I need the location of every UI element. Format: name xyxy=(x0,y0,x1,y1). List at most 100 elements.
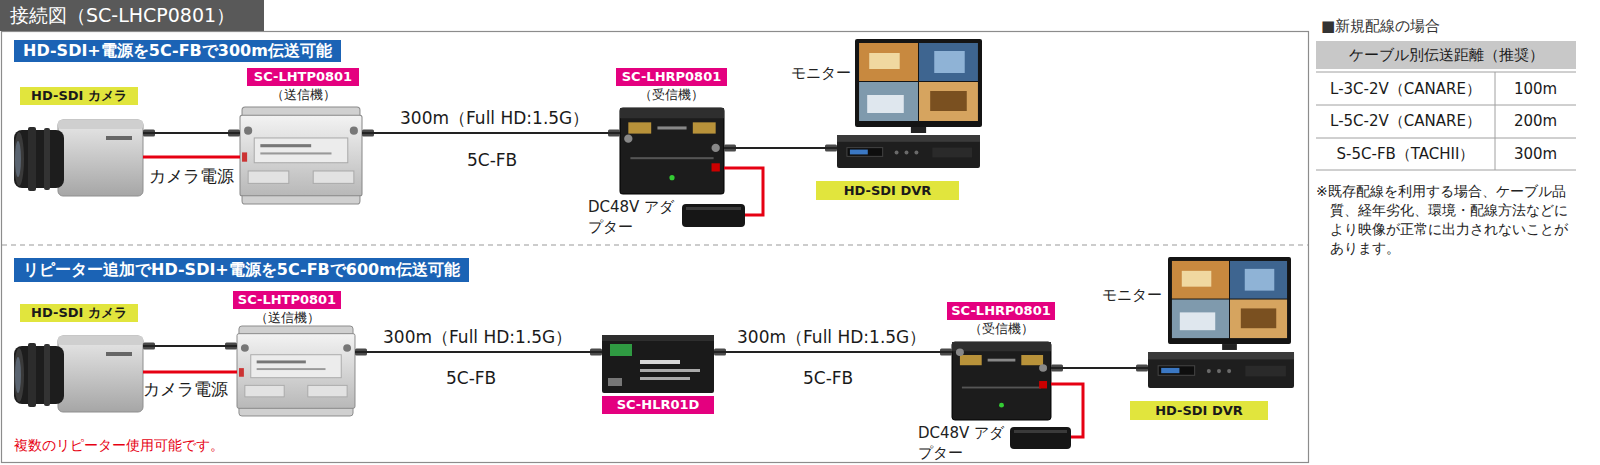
bnc-socket xyxy=(244,127,252,135)
name-plate xyxy=(251,355,341,378)
adapter-body xyxy=(682,204,745,227)
power-terminal xyxy=(239,368,244,377)
monitor-illustration xyxy=(1168,257,1291,350)
bnc-socket xyxy=(712,144,720,152)
plate-line xyxy=(260,144,311,147)
terminal-block xyxy=(610,344,632,356)
screen-detail xyxy=(934,51,964,73)
transmitter: SC-LHTP0801（送信機） xyxy=(237,326,355,416)
monitor-illustration xyxy=(855,39,982,133)
screen-detail xyxy=(1180,312,1215,330)
screen-tile xyxy=(1230,300,1287,339)
cable-line xyxy=(143,132,240,134)
power-line xyxy=(143,371,237,374)
screen-detail xyxy=(1241,308,1276,328)
dvr-button xyxy=(914,151,918,155)
device-label: DC48V アダプター xyxy=(588,197,680,237)
receiver-top xyxy=(952,342,1051,351)
camera-logo xyxy=(106,352,132,356)
cable-line xyxy=(714,351,952,353)
table-rule xyxy=(1495,72,1496,170)
screen-detail xyxy=(867,95,904,113)
lens-front xyxy=(14,348,24,402)
role-caption: （送信機） xyxy=(247,86,359,103)
plate-line xyxy=(257,360,306,363)
lens-ring xyxy=(28,343,36,407)
lens-ring xyxy=(28,127,36,191)
badge xyxy=(960,355,982,365)
bnc-socket xyxy=(624,135,632,143)
lens-glass xyxy=(15,141,21,177)
name-plate xyxy=(254,138,348,163)
plate-line xyxy=(657,126,686,129)
receiver-body xyxy=(620,108,724,194)
repeater: SC-HLR01D xyxy=(602,335,714,393)
dvr: HD-SDI DVR xyxy=(1148,352,1294,388)
cable-type: 5C-FB xyxy=(446,368,496,388)
transmitter-body xyxy=(240,115,362,195)
plate-line xyxy=(988,359,1016,362)
dvr-panel xyxy=(932,148,972,158)
screen-tile xyxy=(1172,261,1229,299)
bnc-socket xyxy=(241,344,249,352)
device-label: モニター xyxy=(1102,286,1162,304)
status-led xyxy=(669,175,674,180)
monitor: モニター xyxy=(855,39,982,133)
receiver-illustration xyxy=(620,108,724,194)
plate-line xyxy=(257,368,326,370)
plate-line xyxy=(640,360,680,364)
table-rule xyxy=(1316,170,1576,171)
adapter-body xyxy=(1010,427,1071,449)
power-line xyxy=(1051,384,1083,437)
table-rule xyxy=(1316,138,1576,139)
cable-line xyxy=(355,351,602,353)
camera: HD-SDI カメラ xyxy=(14,330,143,418)
dvr: HD-SDI DVR xyxy=(837,135,980,168)
dvr-panel xyxy=(1245,366,1286,377)
screen-detail xyxy=(869,53,899,69)
port-label xyxy=(245,385,284,396)
dvr-button xyxy=(1207,369,1211,373)
table-cell: 200m xyxy=(1495,105,1576,138)
note-text: 複数のリピーター使用可能です。 xyxy=(14,436,224,454)
dvr-illustration xyxy=(837,135,980,168)
screen-tile xyxy=(1230,261,1287,299)
edge-label: 300m（Full HD:1.5G） xyxy=(737,327,926,347)
repeater-body xyxy=(602,338,714,393)
bnc-socket xyxy=(956,349,964,356)
device-label: DC48V アダプター xyxy=(918,423,1010,463)
bnc-socket xyxy=(343,344,351,352)
screen-detail xyxy=(1182,271,1212,287)
camera-lens xyxy=(14,130,64,188)
camera-logo xyxy=(106,136,132,140)
monitor-stand xyxy=(1222,344,1237,350)
screen-tile xyxy=(859,43,918,81)
edge-label: 300m（Full HD:1.5G） xyxy=(383,327,572,347)
repeater-port xyxy=(608,378,622,386)
receiver: SC-LHRP0801（受信機） xyxy=(620,108,724,194)
dvr-display-light xyxy=(1161,368,1179,373)
cable-line xyxy=(1051,367,1148,369)
adapter-highlight xyxy=(686,207,741,210)
table-cell: 300m xyxy=(1495,138,1576,170)
receiver: SC-LHRP0801（受信機） xyxy=(952,342,1051,420)
monitor: モニター xyxy=(1168,257,1291,350)
plate-line xyxy=(640,369,700,372)
edge-label: 300m（Full HD:1.5G） xyxy=(400,108,589,128)
device-label: モニター xyxy=(791,64,851,82)
cable-type: 5C-FB xyxy=(803,368,853,388)
device-tag: HD-SDI カメラ xyxy=(20,87,138,105)
table-rule xyxy=(1316,105,1576,106)
table-cell: L-3C-2V（CANARE） xyxy=(1316,73,1495,105)
model-tag: SC-LHRP0801 xyxy=(947,302,1055,320)
table-header-cell xyxy=(1316,41,1576,69)
power-line xyxy=(143,156,240,159)
port-label xyxy=(308,385,347,396)
monitor-stand xyxy=(911,127,926,133)
receiver-illustration xyxy=(952,342,1051,420)
cable-line xyxy=(143,345,237,347)
repeater-top xyxy=(602,335,714,341)
dvr-button xyxy=(1217,369,1221,373)
power-jack xyxy=(1039,381,1047,388)
lens-ring xyxy=(44,128,50,190)
